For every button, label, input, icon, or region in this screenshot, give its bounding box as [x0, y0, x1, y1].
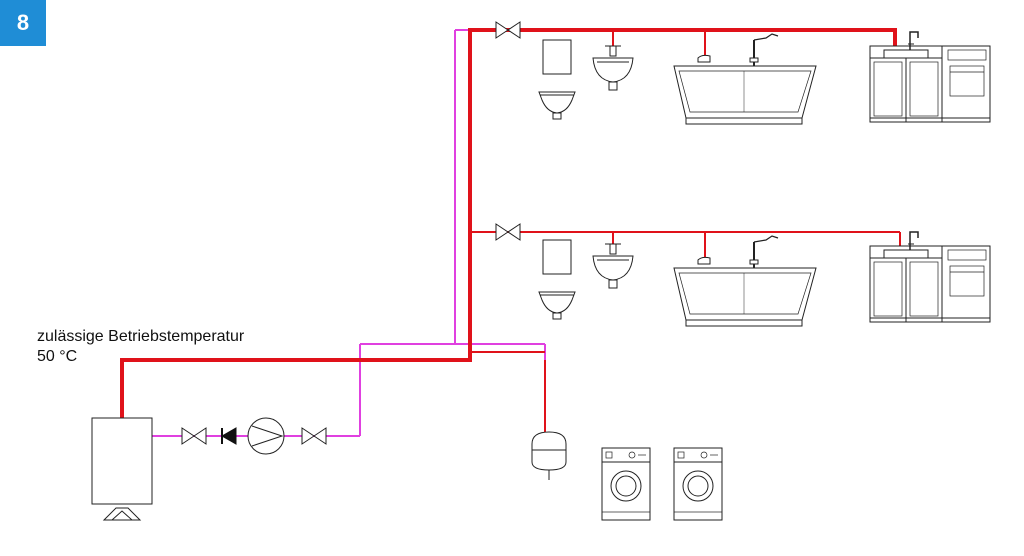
washbasin-icon: [592, 45, 634, 91]
kitchen-unit-icon: [869, 231, 991, 323]
washbasin-icon: [592, 243, 634, 289]
expansion-vessel-icon: [531, 431, 567, 480]
shutoff-valve-icon: [181, 427, 207, 445]
temperature-label-line1: zulässige Betriebstemperatur: [37, 328, 245, 345]
bathtub-icon: [673, 235, 817, 327]
circulation-pump-icon: [247, 417, 285, 455]
operating-temperature-label: zulässige Betriebstemperatur 50 °C: [37, 327, 244, 367]
temperature-label-line2: 50 °C: [37, 348, 78, 365]
toilet-icon: [538, 239, 576, 320]
check-valve-icon: [220, 427, 237, 445]
floor-valve-upper-icon: [495, 21, 521, 39]
water-heater: [91, 417, 153, 521]
bathtub-icon: [673, 33, 817, 125]
washing-machine-icon: [601, 447, 651, 521]
figure-number-badge: 8: [0, 0, 46, 46]
kitchen-unit-icon: [869, 31, 991, 123]
floor-valve-lower-icon: [495, 223, 521, 241]
washing-machine-icon: [673, 447, 723, 521]
shutoff-valve-icon: [301, 427, 327, 445]
toilet-icon: [538, 39, 576, 120]
